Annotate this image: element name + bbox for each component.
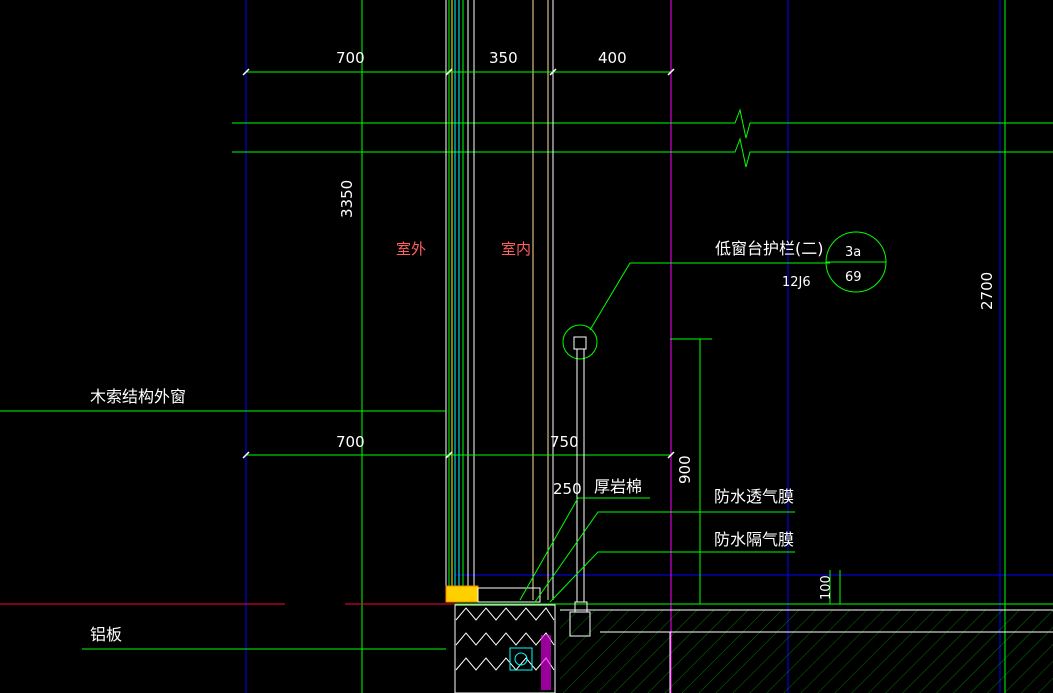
label-vapor-barrier: 防水隔气膜 (714, 530, 794, 549)
dimension-ticks (242, 68, 675, 459)
dim-3350: 3350 (338, 180, 356, 218)
label-rock-wool: 厚岩棉 (594, 477, 642, 496)
floor-slab (0, 603, 1053, 693)
blue-reference-lines (245, 0, 1053, 693)
label-aluminum-panel: 铝板 (90, 625, 122, 644)
label-guardrail: 低窗台护栏(二) (715, 239, 824, 258)
label-detail-number: 3a (845, 245, 861, 260)
sill-detail (445, 585, 591, 690)
label-indoor: 室内 (501, 240, 531, 258)
drawing-text: 700 350 400 700 750 250 3350 2700 900 10… (90, 49, 996, 644)
dim-100: 100 (819, 575, 834, 600)
leader-lines (0, 262, 830, 650)
green-grid-lines (361, 0, 1006, 693)
guardrail-post (562, 324, 598, 613)
dim-top-700: 700 (336, 49, 365, 67)
dim-top-350: 350 (489, 49, 518, 67)
dim-250: 250 (553, 480, 582, 498)
window-frame (445, 0, 554, 600)
label-waterproof-membrane: 防水透气膜 (714, 487, 794, 506)
detail-reference-bubble (825, 231, 887, 293)
dim-900: 900 (676, 455, 694, 484)
break-lines (232, 108, 1053, 168)
dim-top-400: 400 (598, 49, 627, 67)
dim-mid-700: 700 (336, 433, 365, 451)
rock-wool-insulation (454, 604, 556, 693)
dim-mid-750: 750 (550, 433, 579, 451)
label-timber-window: 木索结构外窗 (90, 387, 186, 406)
label-outdoor: 室外 (396, 240, 426, 258)
dim-2700: 2700 (978, 272, 996, 310)
label-standard-ref: 12J6 (782, 275, 811, 290)
dimension-lines (246, 71, 841, 604)
label-detail-page: 69 (845, 270, 862, 285)
